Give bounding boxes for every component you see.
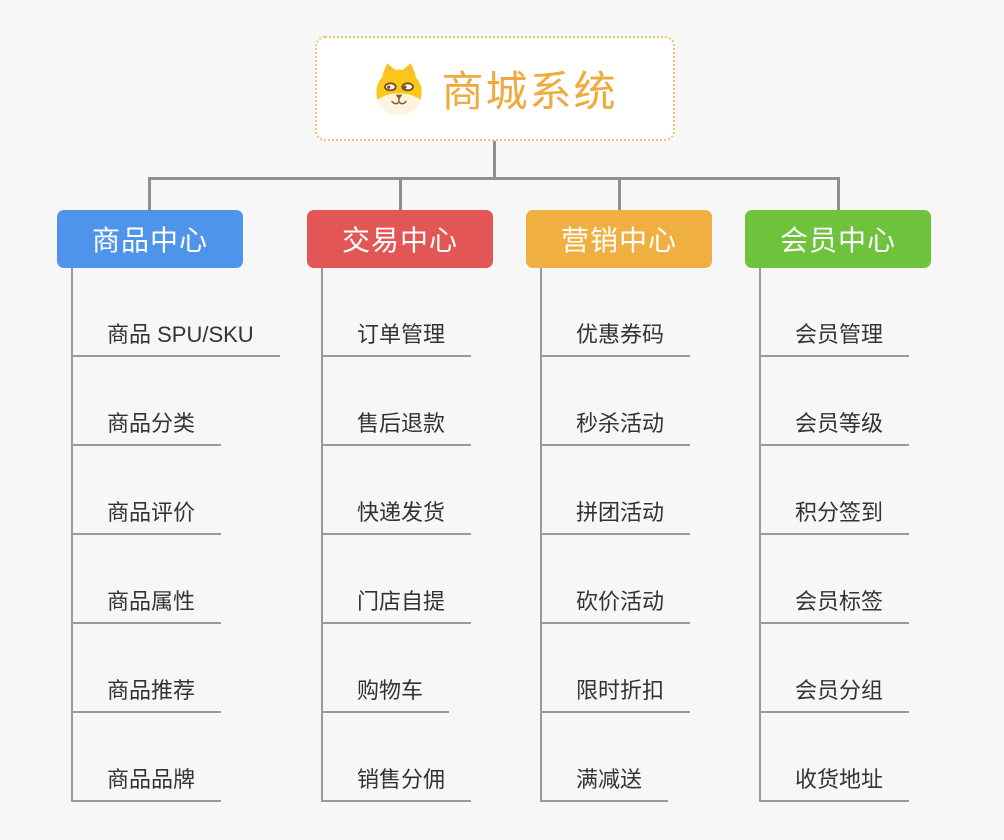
leaf-label: 售后退款 <box>357 411 446 436</box>
leaf-node[interactable]: 收货地址 <box>759 767 910 802</box>
leaf-node[interactable]: 快递发货 <box>321 500 472 535</box>
connector-drop-member <box>837 178 840 210</box>
leaf-node[interactable]: 会员分组 <box>759 678 910 713</box>
leaf-label: 积分签到 <box>795 500 884 525</box>
leaf-label: 商品评价 <box>107 500 196 525</box>
leaf-node[interactable]: 优惠券码 <box>540 322 691 357</box>
leaf-node[interactable]: 门店自提 <box>321 589 472 624</box>
leaf-node[interactable]: 销售分佣 <box>321 767 472 802</box>
connector-horizontal-rail <box>148 177 840 180</box>
leaf-node[interactable]: 商品 SPU/SKU <box>71 322 280 357</box>
leaf-node[interactable]: 购物车 <box>321 678 450 713</box>
leaf-label: 收货地址 <box>795 767 884 792</box>
leaf-label: 快递发货 <box>357 500 446 525</box>
leaf-label: 会员等级 <box>795 411 884 436</box>
connector-branch-line <box>540 268 542 802</box>
leaf-node[interactable]: 商品品牌 <box>71 767 222 802</box>
connector-branch-line <box>71 268 73 802</box>
leaf-label: 秒杀活动 <box>576 411 665 436</box>
connector-root-stub <box>493 140 496 178</box>
connector-drop-trade <box>399 178 402 210</box>
leaf-node[interactable]: 砍价活动 <box>540 589 691 624</box>
leaf-label: 满减送 <box>576 767 643 792</box>
leaf-node[interactable]: 售后退款 <box>321 411 472 446</box>
leaf-label: 砍价活动 <box>576 589 665 614</box>
leaf-label: 会员管理 <box>795 322 884 347</box>
leaf-node[interactable]: 商品属性 <box>71 589 222 624</box>
leaf-label: 会员标签 <box>795 589 884 614</box>
leaf-label: 销售分佣 <box>357 767 446 792</box>
connector-drop-marketing <box>618 178 621 210</box>
leaf-label: 商品 SPU/SKU <box>107 322 254 347</box>
leaf-label: 商品分类 <box>107 411 196 436</box>
leaf-label: 会员分组 <box>795 678 884 703</box>
branch-column-trade: 交易中心 订单管理 售后退款 快递发货 门店自提 购物车 销售分佣 <box>307 210 567 810</box>
leaf-node[interactable]: 会员管理 <box>759 322 910 357</box>
root-node-mall-system[interactable]: 商城系统 <box>315 36 675 141</box>
branch-node-marketing-center[interactable]: 营销中心 <box>526 210 712 268</box>
connector-drop-product <box>148 178 151 210</box>
leaf-label: 限时折扣 <box>576 678 665 703</box>
leaf-node[interactable]: 拼团活动 <box>540 500 691 535</box>
root-title: 商城系统 <box>441 68 618 115</box>
branch-node-product-center[interactable]: 商品中心 <box>57 210 243 268</box>
branch-column-member: 会员中心 会员管理 会员等级 积分签到 会员标签 会员分组 收货地址 <box>745 210 1004 810</box>
leaf-node[interactable]: 秒杀活动 <box>540 411 691 446</box>
leaf-node[interactable]: 会员等级 <box>759 411 910 446</box>
leaf-node[interactable]: 积分签到 <box>759 500 910 535</box>
leaf-label: 商品品牌 <box>107 767 196 792</box>
branch-column-marketing: 营销中心 优惠券码 秒杀活动 拼团活动 砍价活动 限时折扣 满减送 <box>526 210 786 810</box>
connector-branch-line <box>759 268 761 802</box>
leaf-label: 门店自提 <box>357 589 446 614</box>
leaf-label: 拼团活动 <box>576 500 665 525</box>
leaf-node[interactable]: 限时折扣 <box>540 678 691 713</box>
leaf-label: 商品属性 <box>107 589 196 614</box>
leaf-label: 商品推荐 <box>107 678 196 703</box>
leaf-node[interactable]: 商品推荐 <box>71 678 222 713</box>
leaf-node[interactable]: 会员标签 <box>759 589 910 624</box>
branch-column-product: 商品中心 商品 SPU/SKU 商品分类 商品评价 商品属性 商品推荐 商品品牌 <box>57 210 317 810</box>
leaf-node[interactable]: 订单管理 <box>321 322 472 357</box>
branch-node-member-center[interactable]: 会员中心 <box>745 210 931 268</box>
leaf-node[interactable]: 满减送 <box>540 767 669 802</box>
dog-face-icon <box>376 62 423 115</box>
leaf-label: 订单管理 <box>357 322 446 347</box>
branch-node-trade-center[interactable]: 交易中心 <box>307 210 493 268</box>
connector-branch-line <box>321 268 323 802</box>
leaf-label: 购物车 <box>357 678 424 703</box>
leaf-label: 优惠券码 <box>576 322 665 347</box>
leaf-node[interactable]: 商品分类 <box>71 411 222 446</box>
leaf-node[interactable]: 商品评价 <box>71 500 222 535</box>
